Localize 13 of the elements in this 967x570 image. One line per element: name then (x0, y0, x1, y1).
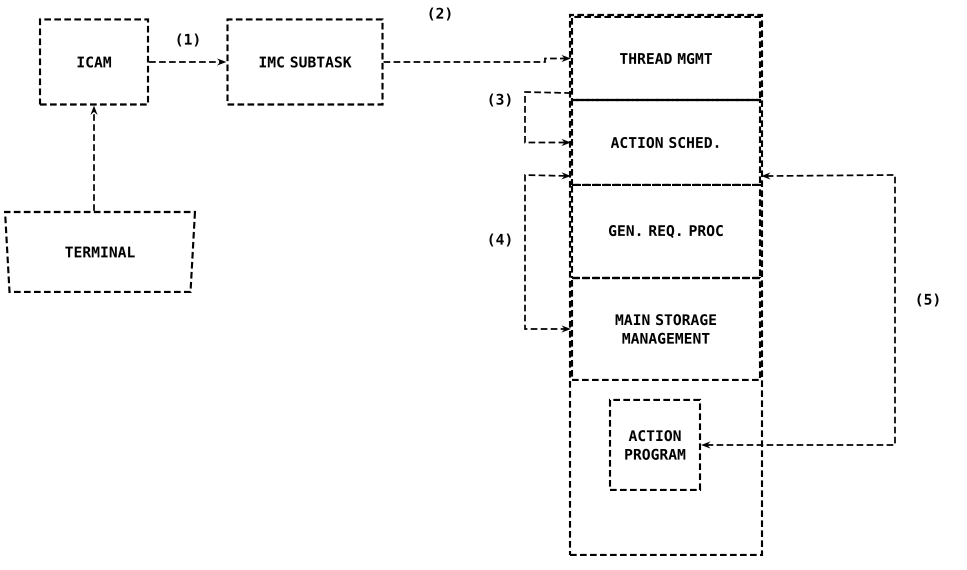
edge-label: (1) (173, 32, 203, 48)
outer-box (568, 14, 764, 556)
section-box: THREAD MGMT (570, 16, 762, 102)
node-box: IMC SUBTASK (226, 18, 384, 106)
section-box: MAIN STORAGE MANAGEMENT (570, 276, 762, 382)
edge-label: (2) (425, 6, 455, 22)
edge-label: (4) (485, 232, 515, 248)
section-box: ACTION SCHED. (570, 98, 762, 186)
section-box: GEN. REQ. PROC (570, 184, 762, 280)
edge-label: (3) (485, 92, 515, 108)
node-box: ICAM (38, 18, 150, 106)
inner-box: ACTION PROGRAM (608, 398, 702, 492)
edge-label: (5) (913, 292, 943, 308)
